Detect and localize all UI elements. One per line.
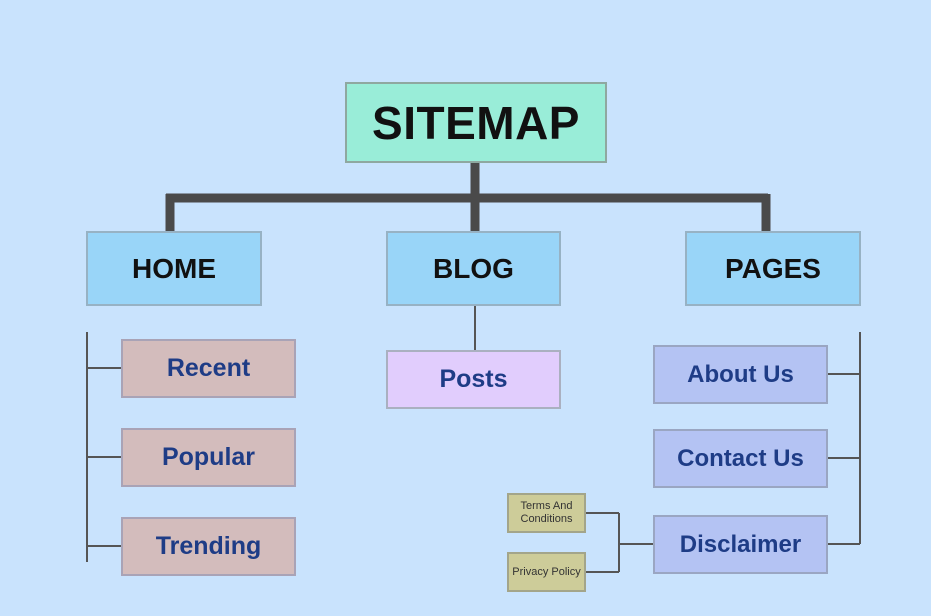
disclaimer-child-privacy: Privacy Policy xyxy=(507,552,586,592)
pages-child-contact-us: Contact Us xyxy=(653,429,828,488)
pages-child-about-us: About Us xyxy=(653,345,828,404)
root-node-sitemap: SITEMAP xyxy=(345,82,607,163)
section-node-pages: PAGES xyxy=(685,231,861,306)
pages-child-disclaimer: Disclaimer xyxy=(653,515,828,574)
disclaimer-child-terms: Terms And Conditions xyxy=(507,493,586,533)
child-connectors xyxy=(86,304,861,573)
home-child-recent: Recent xyxy=(121,339,296,398)
home-child-popular: Popular xyxy=(121,428,296,487)
top-connectors xyxy=(165,162,771,232)
section-node-blog: BLOG xyxy=(386,231,561,306)
home-child-trending: Trending xyxy=(121,517,296,576)
section-node-home: HOME xyxy=(86,231,262,306)
blog-child-posts: Posts xyxy=(386,350,561,409)
